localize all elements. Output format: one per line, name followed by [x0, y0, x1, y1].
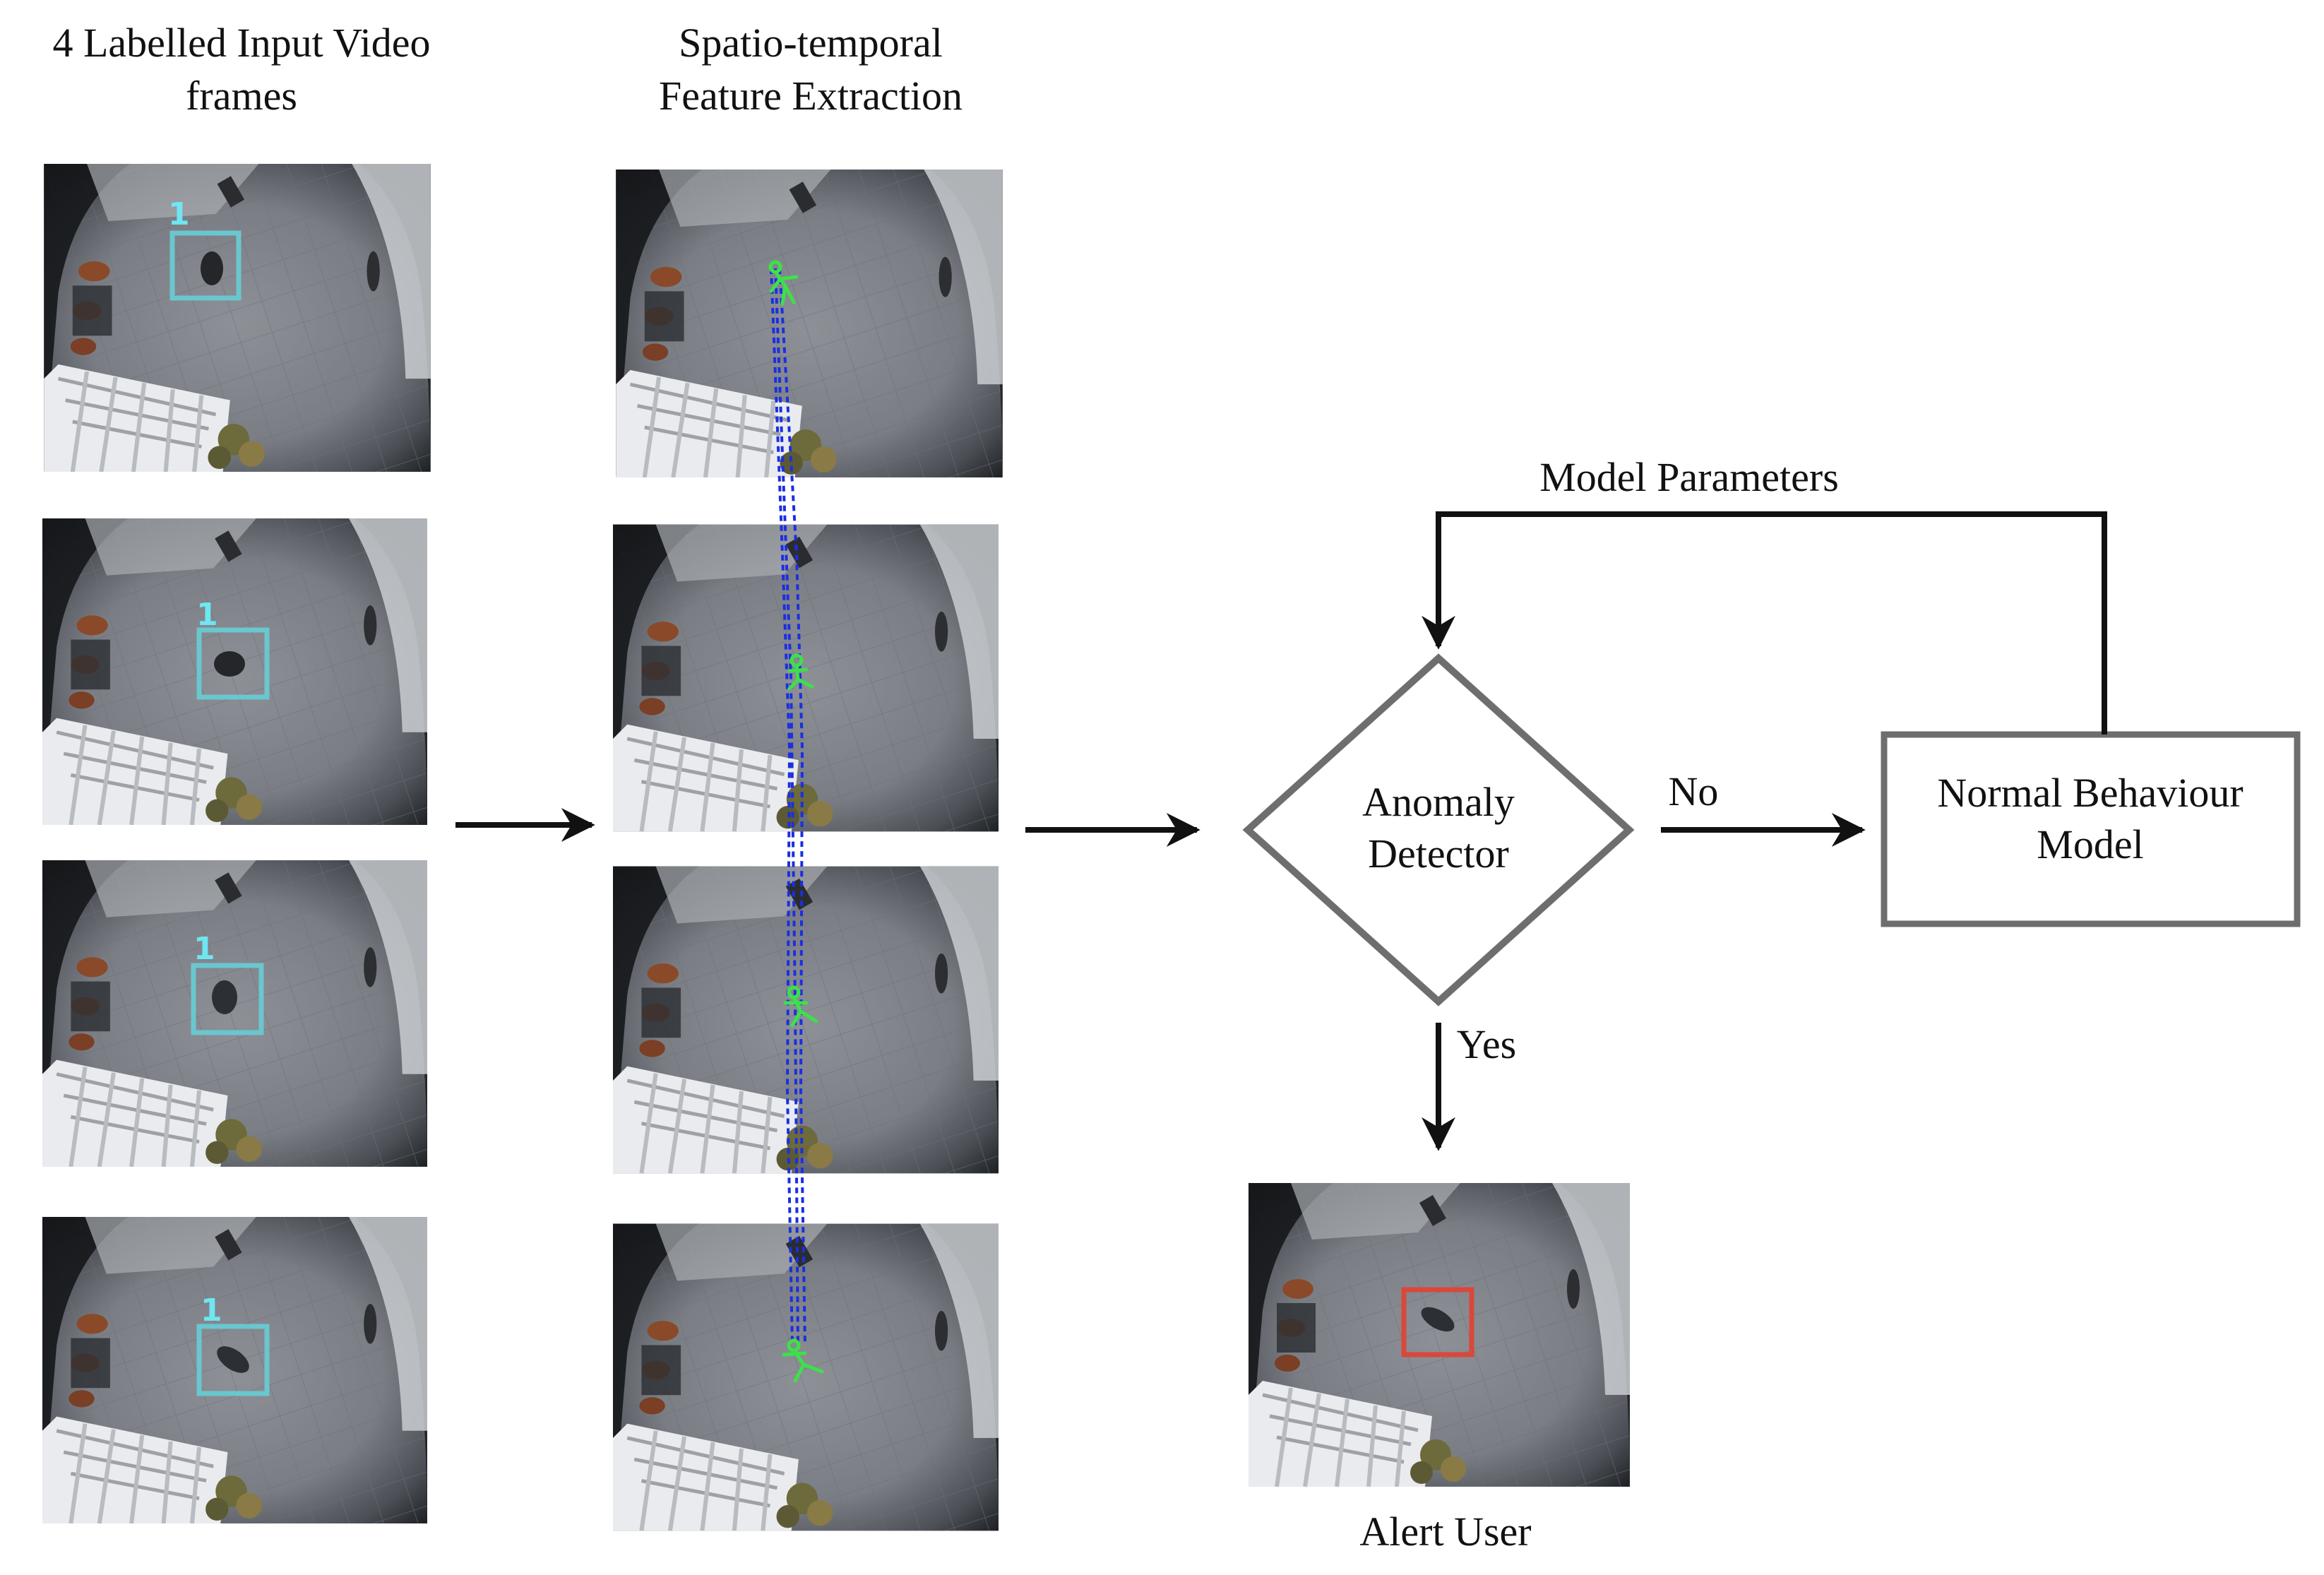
input-frame-2: 1: [42, 518, 427, 825]
track-box: [196, 627, 270, 700]
track-id-label: 1: [201, 1292, 222, 1329]
feature-frame-3: [613, 867, 999, 1174]
track-id-label: 1: [193, 931, 215, 967]
model-label-line2: Model: [2037, 821, 2143, 867]
feature-extraction-heading-line2: Feature Extraction: [659, 73, 963, 119]
normal-behaviour-model-node: Normal Behaviour Model: [1881, 731, 2301, 927]
model-parameters-label: Model Parameters: [1539, 454, 1839, 500]
input-frame-3: 1: [42, 860, 427, 1167]
model-parameters-feedback-arrow: [1422, 511, 2107, 735]
input-frames-heading-line2: frames: [186, 73, 297, 119]
track-box: [191, 963, 264, 1035]
track-id-label: 1: [168, 196, 190, 232]
feature-frame-2: [613, 525, 999, 832]
yes-label: Yes: [1457, 1021, 1516, 1067]
pose-skeleton-3: [783, 985, 818, 1028]
alert-user-label: Alert User: [1359, 1509, 1531, 1555]
feature-frame-4: [613, 1224, 999, 1531]
track-id-label: 1: [196, 597, 218, 633]
input-frame-4: 1: [42, 1217, 427, 1523]
alert-frame: [1249, 1183, 1630, 1487]
model-label-line1: Normal Behaviour: [1937, 770, 2243, 816]
anomaly-detector-node: Anomaly Detector: [1242, 653, 1635, 1006]
pose-skeleton-4: [782, 1338, 824, 1383]
feature-extraction-heading-line1: Spatio-temporal: [679, 20, 943, 66]
alert-box: [1401, 1287, 1474, 1357]
track-box: [196, 1324, 270, 1396]
pose-skeleton-1: [768, 260, 799, 306]
feature-frame-1: [616, 170, 1003, 477]
input-frame-1: 1: [44, 164, 431, 472]
input-frames-heading-line1: 4 Labelled Input Video: [52, 20, 430, 66]
no-label: No: [1669, 768, 1719, 814]
anomaly-detector-label-line1: Anomaly: [1362, 779, 1515, 825]
pose-skeleton-2: [787, 653, 814, 691]
trajectory-lines: [770, 268, 806, 1346]
track-box: [169, 230, 242, 301]
anomaly-detector-label-line2: Detector: [1368, 831, 1509, 876]
